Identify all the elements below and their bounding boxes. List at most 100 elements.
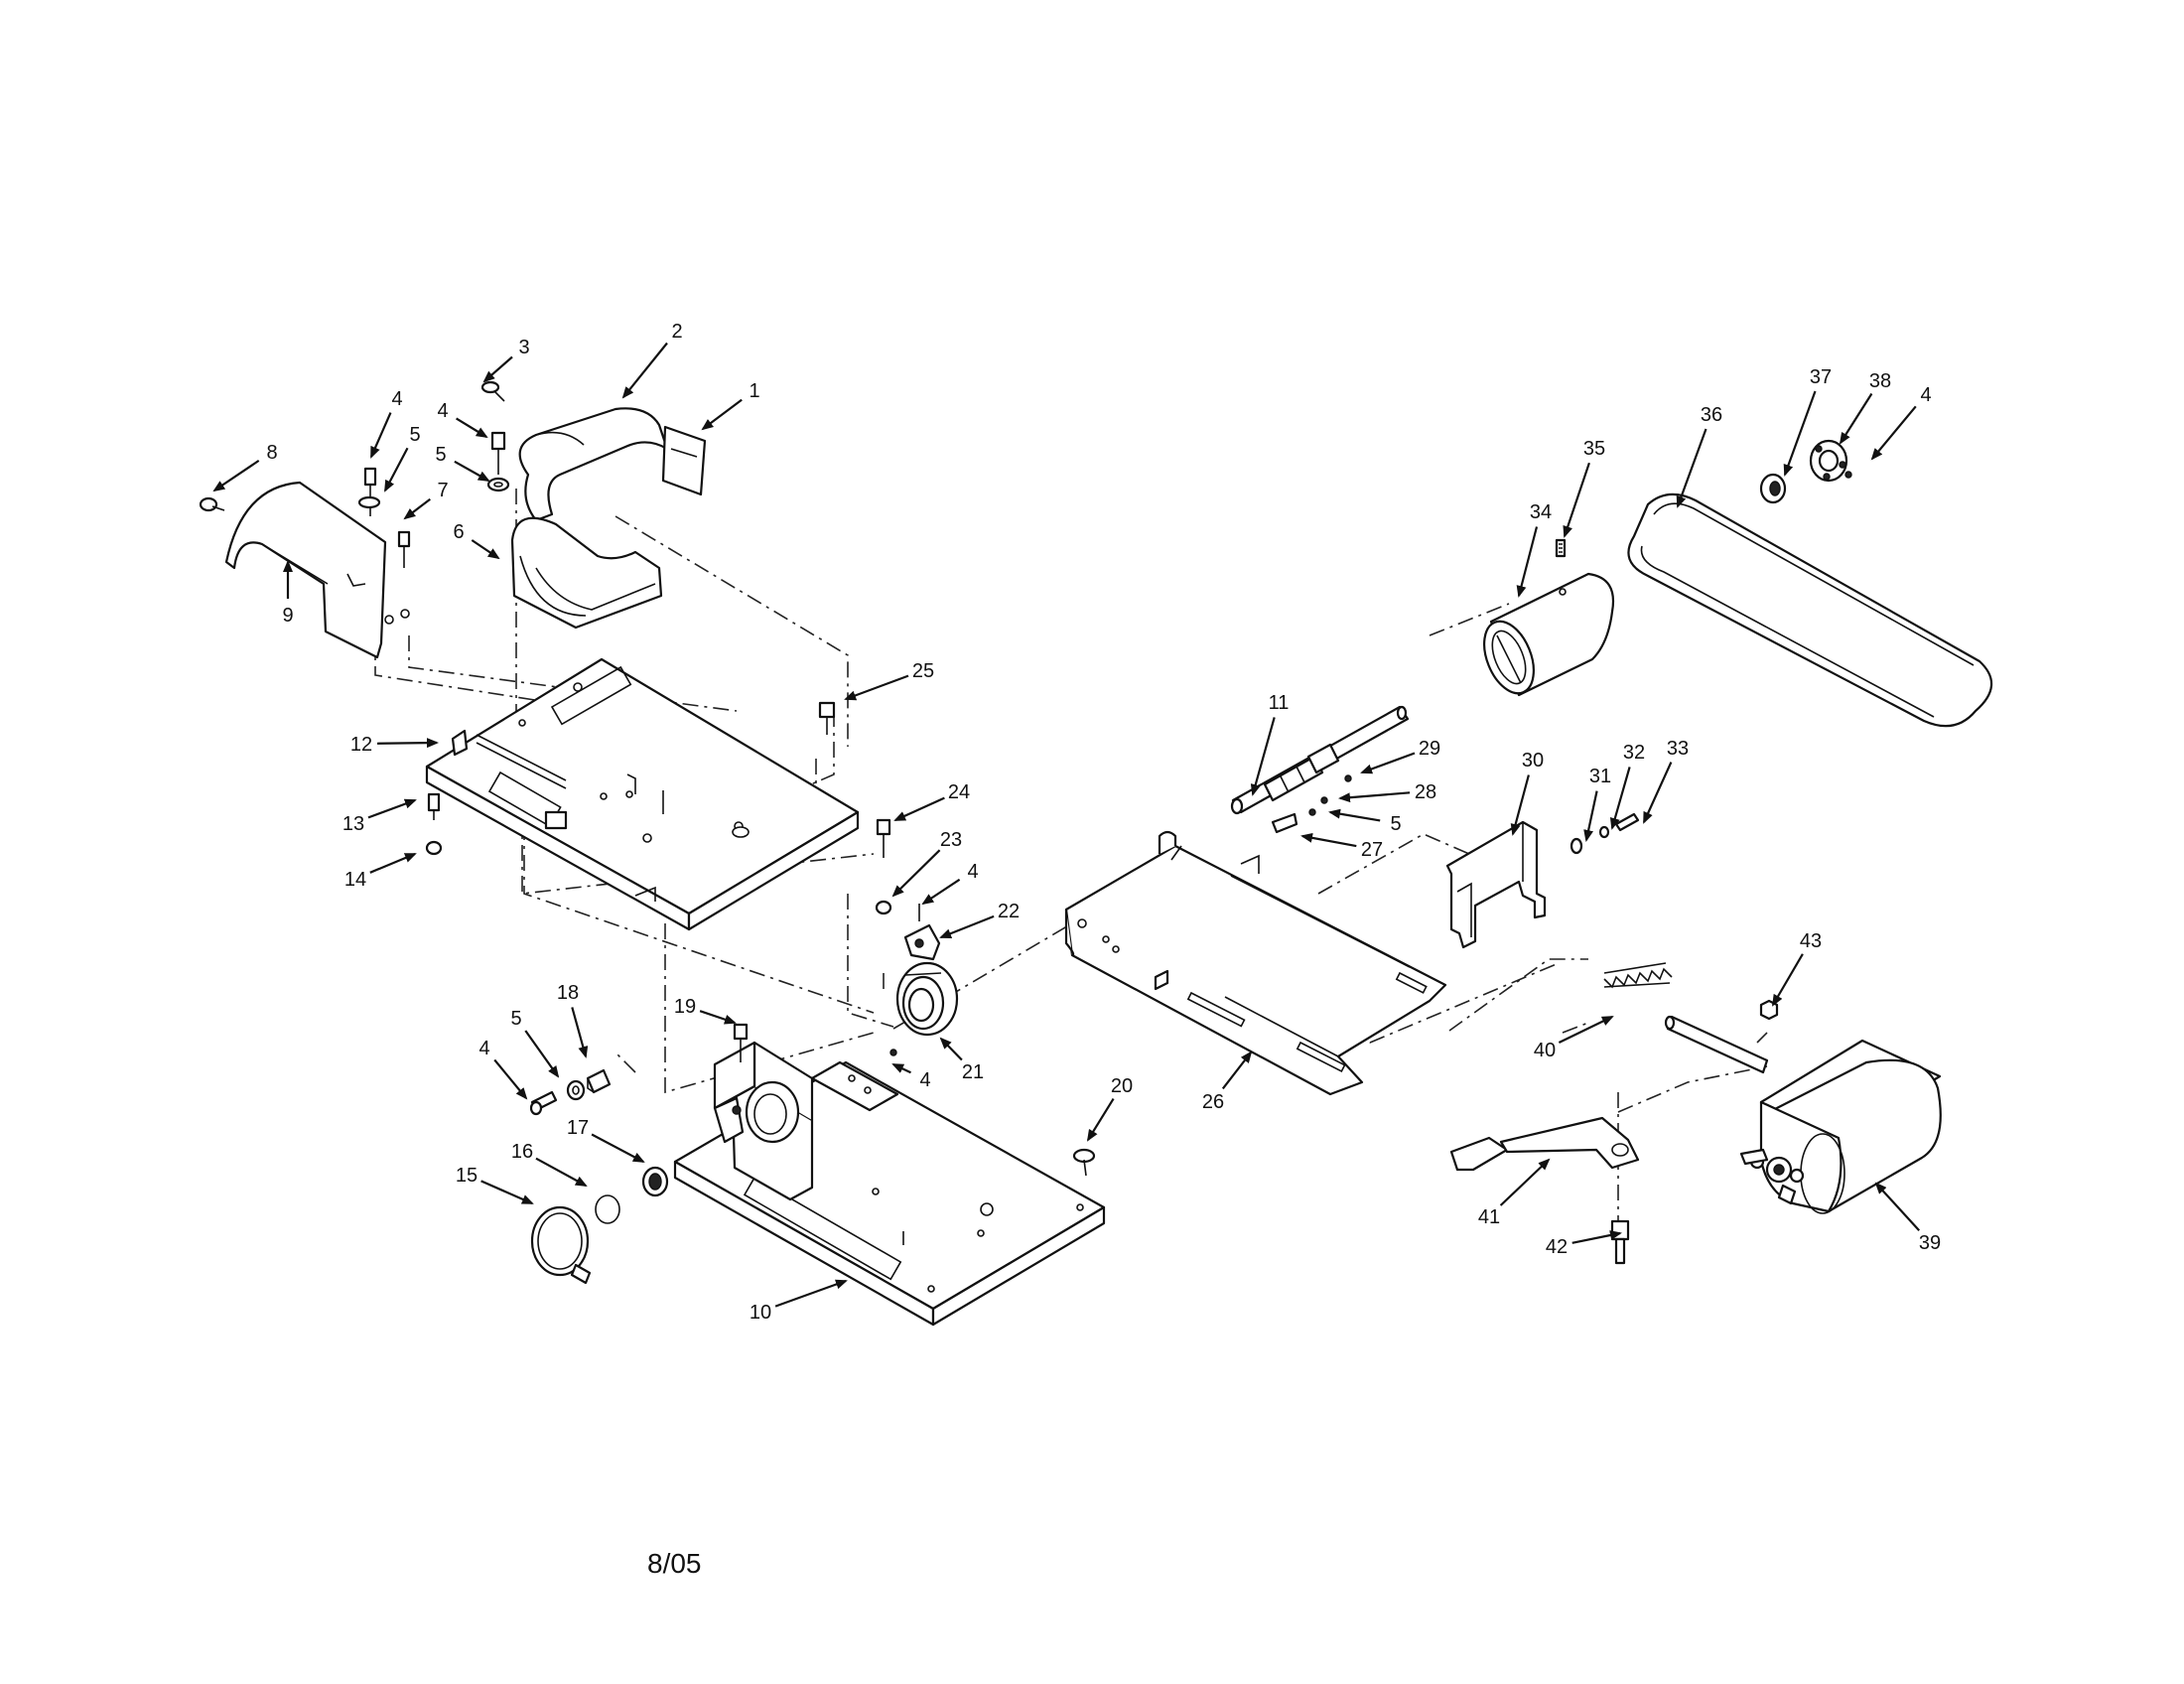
callout-4: 4: [1870, 384, 1932, 461]
flange-38: [1809, 439, 1848, 483]
callout-number: 31: [1589, 766, 1611, 787]
leader-arrow: [1874, 1182, 1921, 1231]
leader-arrow: [1338, 791, 1411, 803]
leader-arrow: [1839, 392, 1873, 445]
leader-arrow: [1676, 428, 1707, 508]
leader-arrow: [591, 1133, 645, 1163]
shaft-hardware: [1271, 774, 1352, 834]
callout-number: 4: [919, 1069, 930, 1091]
callout-number: 24: [948, 781, 970, 803]
callout-5: 5: [1328, 808, 1402, 835]
callout-number: 3: [518, 337, 529, 358]
leader-arrow: [212, 459, 260, 492]
callout-number: 21: [962, 1061, 984, 1083]
callout-number: 4: [391, 388, 402, 410]
callout-number: 19: [674, 996, 696, 1018]
callout-39: 39: [1874, 1182, 1941, 1254]
callout-number: 27: [1361, 839, 1383, 861]
leader-arrow: [1571, 1230, 1622, 1244]
leader-arrow: [535, 1157, 588, 1187]
leader-arrow: [1583, 790, 1598, 842]
clamp-fasteners: [486, 431, 510, 492]
callout-5: 5: [435, 444, 490, 482]
screw-8: [199, 496, 225, 512]
callout-16: 16: [511, 1141, 588, 1187]
screw-4-left: [529, 1090, 558, 1116]
callout-number: 36: [1701, 404, 1722, 426]
callout-42: 42: [1546, 1230, 1622, 1258]
pedal-lever-41: [1449, 1116, 1640, 1172]
callout-7: 7: [403, 480, 449, 520]
callout-22: 22: [939, 901, 1020, 939]
leader-arrow: [891, 1063, 911, 1074]
leader-arrow: [456, 417, 488, 439]
callout-18: 18: [557, 982, 589, 1058]
bearing-37: [1759, 473, 1787, 504]
callout-36: 36: [1676, 404, 1722, 508]
callout-25: 25: [844, 660, 934, 701]
bracket-hardware: [1570, 812, 1640, 855]
callout-number: 39: [1919, 1232, 1941, 1254]
callout-32: 32: [1609, 742, 1645, 830]
callout-number: 25: [912, 660, 934, 682]
callout-number: 5: [409, 424, 420, 446]
callout-number: 13: [342, 813, 364, 835]
callout-number: 37: [1810, 366, 1832, 388]
clamp-plate-1: [661, 425, 707, 496]
leader-arrow: [699, 1010, 737, 1025]
leader-arrow: [384, 447, 409, 492]
callout-number: 8: [266, 442, 277, 464]
callout-41: 41: [1478, 1158, 1551, 1228]
callout-number: 2: [671, 321, 682, 343]
leader-arrow: [939, 1037, 963, 1061]
callout-number: 43: [1800, 930, 1822, 952]
leader-arrow: [939, 914, 995, 939]
callout-6: 6: [453, 521, 500, 560]
callout-number: 40: [1534, 1040, 1556, 1061]
motor-rod: [1664, 1015, 1769, 1074]
leader-arrow: [480, 1180, 534, 1205]
sanding-belt-36: [1627, 492, 1993, 728]
revision-date-label: 8/05: [647, 1548, 702, 1579]
callout-number: 5: [510, 1008, 521, 1030]
callout-29: 29: [1360, 738, 1440, 774]
callout-23: 23: [891, 829, 962, 898]
callout-34: 34: [1516, 501, 1552, 598]
table-fasteners: [425, 792, 443, 856]
callout-28: 28: [1338, 781, 1436, 803]
motor-39: [1739, 1039, 1942, 1214]
leader-arrow: [1558, 1016, 1614, 1044]
leader-arrow: [1499, 1158, 1551, 1206]
leader-arrow: [1771, 953, 1804, 1007]
leader-arrow: [369, 412, 392, 459]
callout-number: 32: [1623, 742, 1645, 764]
leader-arrow: [482, 355, 513, 383]
work-table-12: [425, 657, 860, 931]
callout-5: 5: [384, 424, 421, 492]
callout-14: 14: [344, 852, 417, 891]
callout-number: 26: [1202, 1091, 1224, 1113]
callout-9: 9: [282, 560, 294, 627]
callout-number: 35: [1583, 438, 1605, 460]
callout-number: 1: [749, 380, 759, 402]
drive-shaft-11: [1230, 705, 1410, 815]
callout-8: 8: [212, 442, 278, 492]
leader-arrow: [1221, 1051, 1253, 1090]
screw-4-right: [1844, 471, 1852, 479]
leader-arrow: [893, 796, 945, 822]
leader-arrow: [1642, 762, 1673, 824]
leader-arrow: [1510, 774, 1530, 836]
callout-5: 5: [510, 1008, 560, 1078]
callout-number: 38: [1869, 370, 1891, 392]
callout-33: 33: [1642, 738, 1689, 824]
callout-number: 30: [1522, 750, 1544, 772]
leader-arrow: [1250, 717, 1276, 796]
callout-3: 3: [482, 337, 530, 383]
callout-4: 4: [891, 1063, 931, 1091]
leader-arrow: [774, 1279, 848, 1308]
guard-fasteners: [357, 467, 411, 568]
leader-arrow: [1609, 767, 1631, 830]
screw-20: [1072, 1148, 1096, 1177]
callout-number: 6: [453, 521, 464, 543]
